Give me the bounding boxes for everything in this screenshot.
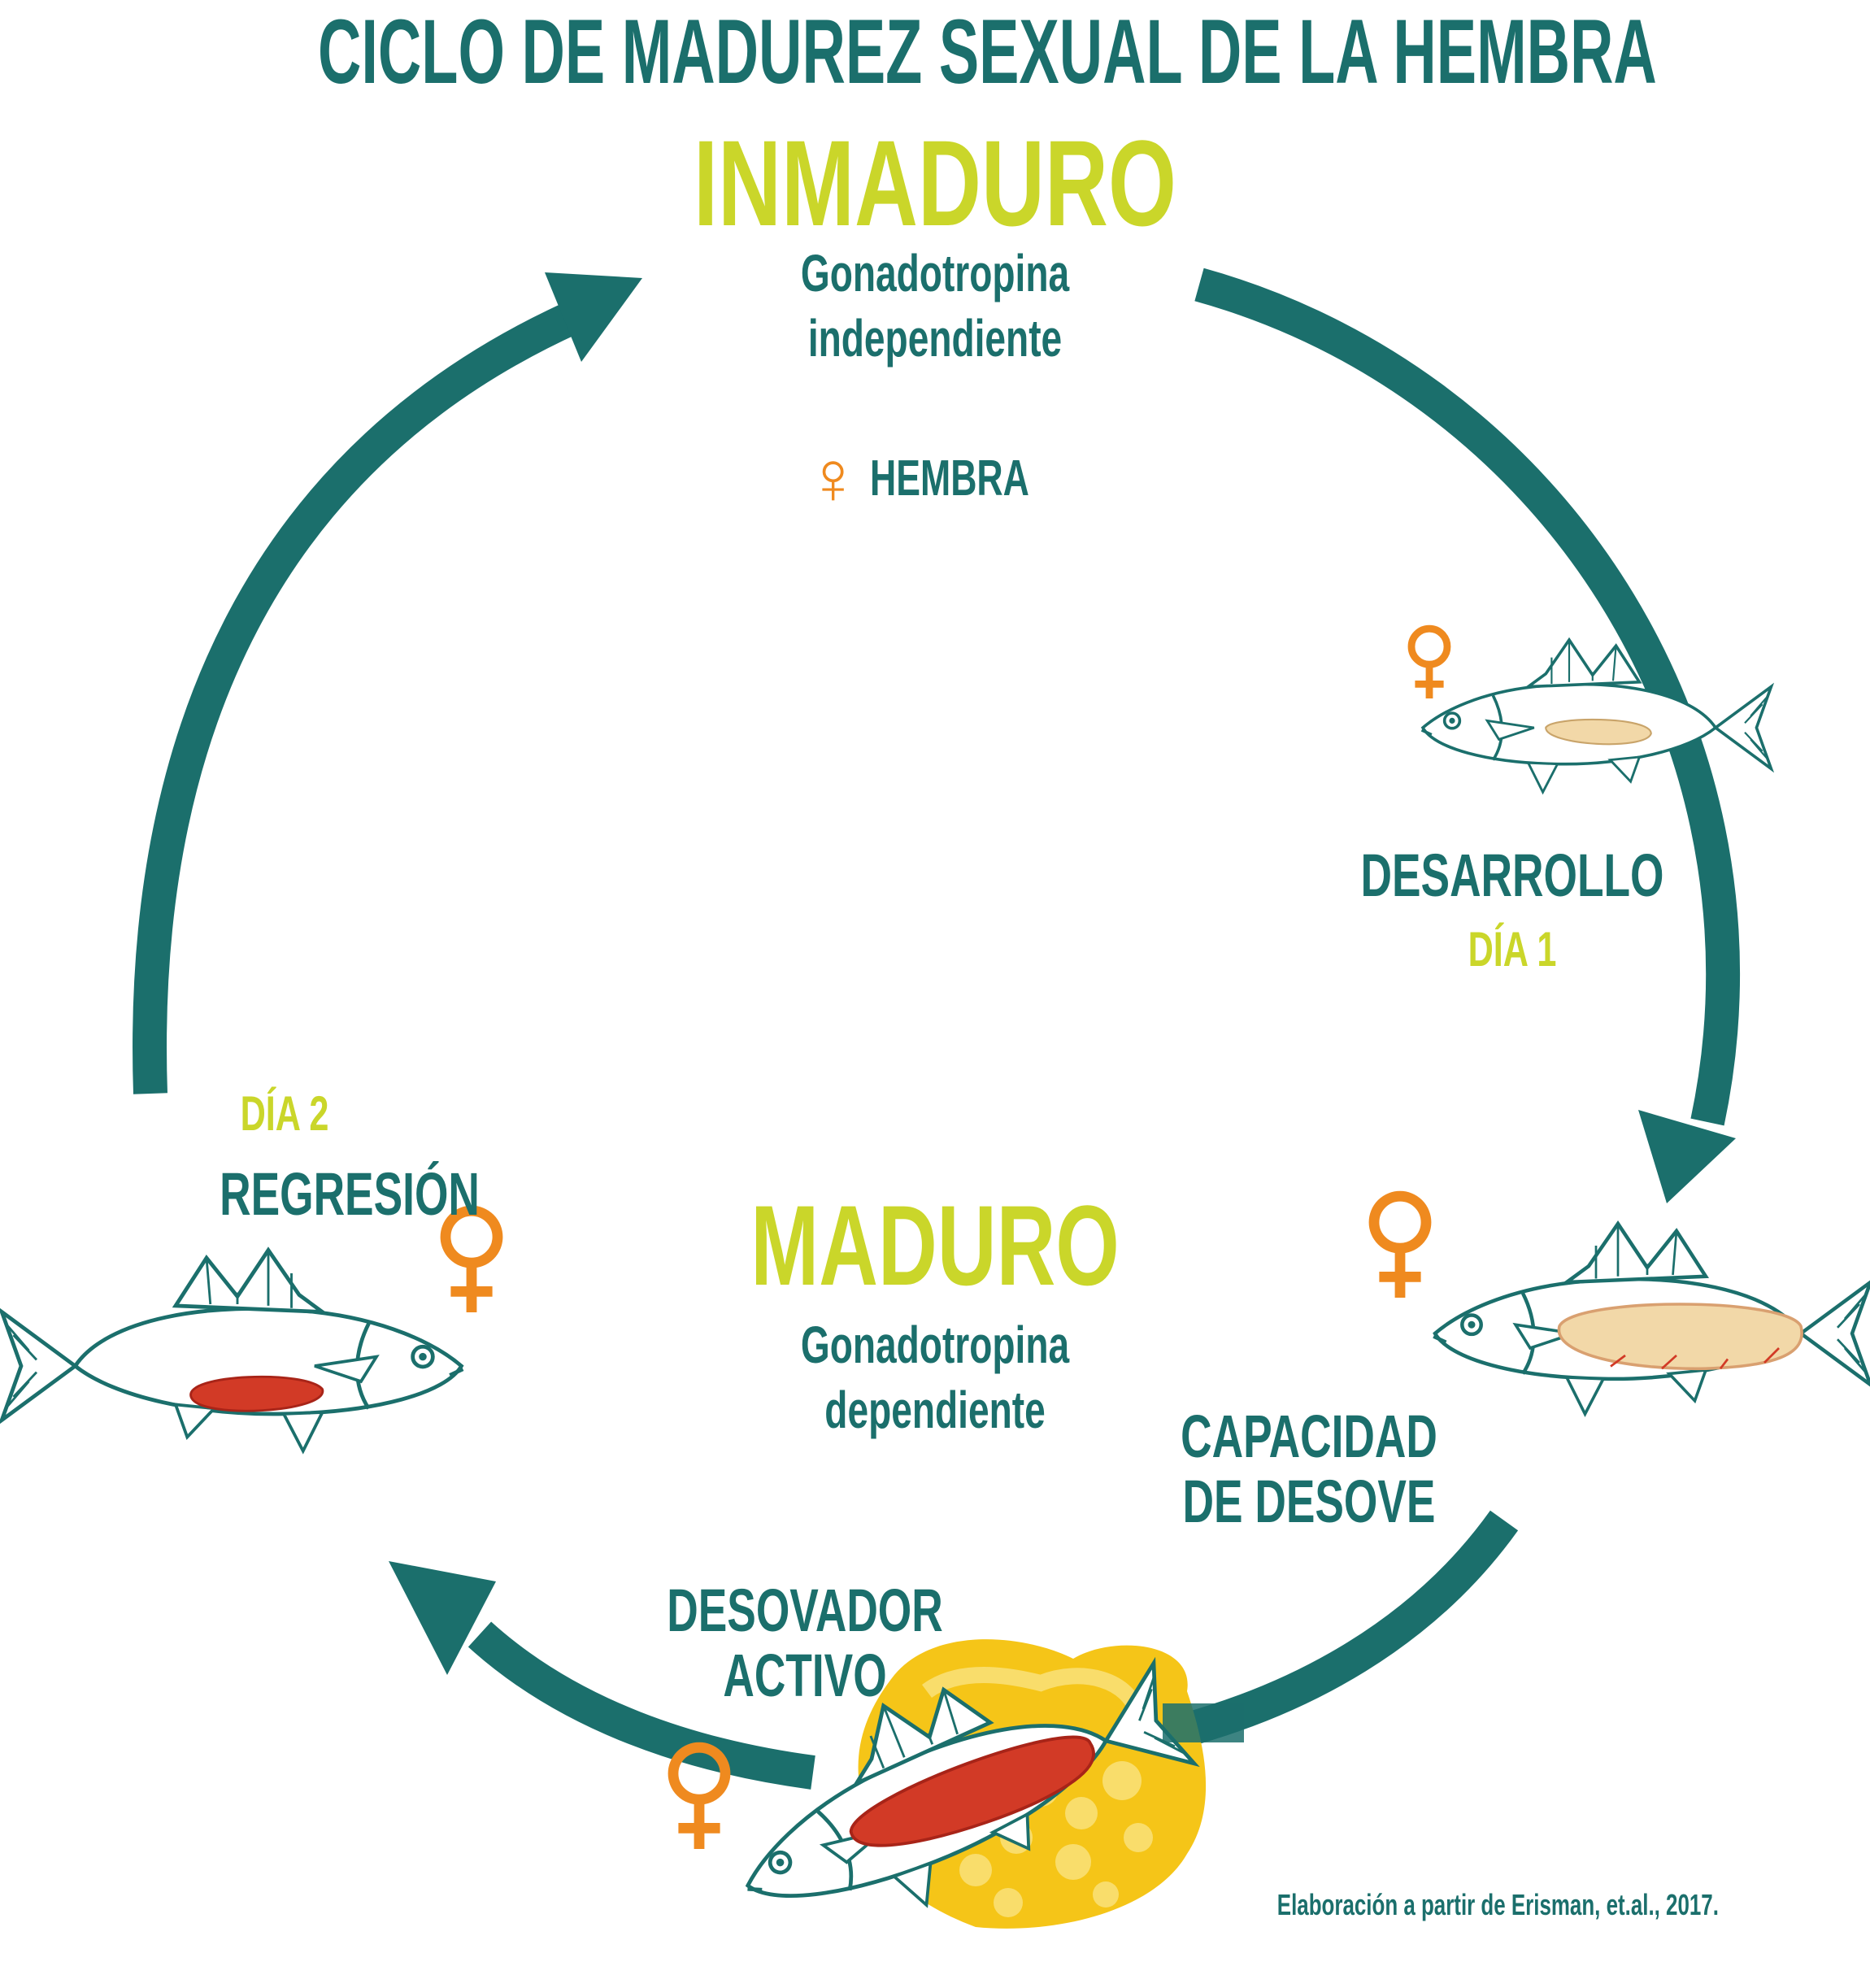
arrowhead-inmaduro-icon [545, 272, 642, 362]
fish-icon-desovador [703, 1606, 1206, 1964]
inmaduro-heading: INMADURO [694, 115, 1176, 251]
fish-icon-capacidad [1433, 1224, 1870, 1414]
page-title: CICLO DE MADUREZ SEXUAL DE LA HEMBRA [318, 1, 1657, 102]
arrow-overlay [1163, 1703, 1244, 1742]
arrow-to-desarrollo [1194, 268, 1740, 1126]
fish-icon-regresion [2, 1251, 463, 1451]
stage-desovador-line1: DESOVADOR [667, 1577, 943, 1644]
inmaduro-line2: independiente [807, 309, 1063, 368]
arrowhead-desarrollo-icon [1638, 1110, 1736, 1203]
hembra-legend: ♀ HEMBRA [805, 441, 1081, 535]
source-credit: Elaboración a partir de Erisman, et.al.,… [1276, 1888, 1719, 1921]
arrowhead-regresion-icon [389, 1561, 496, 1675]
female-symbol-icon [1411, 629, 1447, 698]
arrow-to-regresion [468, 1621, 815, 1790]
hembra-label: HEMBRA [870, 450, 1029, 507]
stage-regresion-label: REGRESIÓN [220, 1160, 480, 1228]
fish-icon-desarrollo [1420, 638, 1773, 794]
stage-capacidad-line1: CAPACIDAD [1181, 1403, 1437, 1470]
female-symbol-icon [1374, 1196, 1426, 1298]
stage-capacidad-line2: DE DESOVE [1182, 1468, 1436, 1535]
female-symbol-icon: ♀ [805, 437, 861, 520]
arrow-to-desovador [1174, 1510, 1519, 1749]
maduro-heading: MADURO [750, 1181, 1120, 1309]
stage-desovador-line2: ACTIVO [723, 1642, 887, 1709]
stage-regresion-day: DÍA 2 [240, 1086, 329, 1141]
stage-desarrollo-day: DÍA 1 [1468, 922, 1557, 977]
inmaduro-line1: Gonadotropina [800, 244, 1070, 302]
maduro-line1: Gonadotropina [800, 1316, 1070, 1374]
stage-desarrollo-label: DESARROLLO [1360, 842, 1664, 909]
maduro-line2: dependiente [824, 1381, 1046, 1439]
arrow-to-inmaduro [133, 301, 581, 1094]
